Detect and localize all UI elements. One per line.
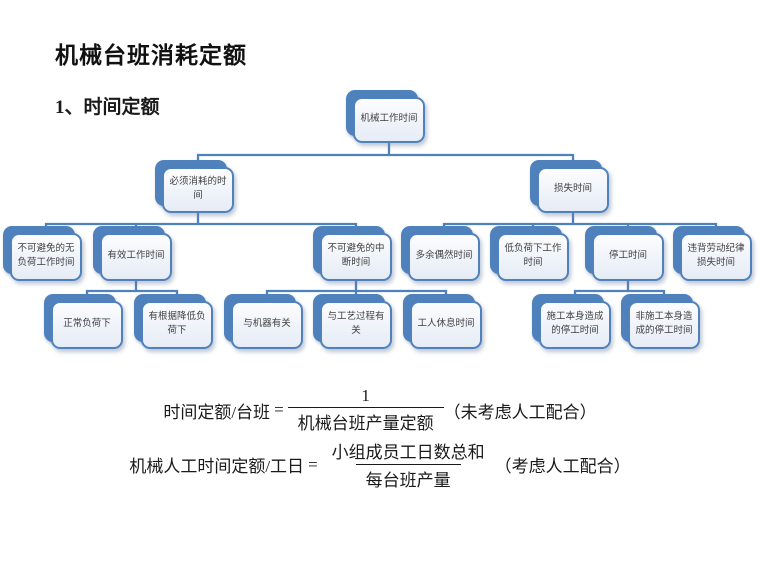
node-machine-work-time: 机械工作时间 bbox=[346, 90, 425, 143]
node-unavoidable-interruption-time: 不可避免的中断时间 bbox=[313, 226, 392, 281]
node-label: 施工本身造成的停工时间 bbox=[539, 301, 611, 349]
node-label: 工人休息时间 bbox=[410, 301, 482, 349]
formula-time-quota: 时间定额/台班 = 1 机械台班产量定额 （未考虑人工配合） bbox=[163, 386, 596, 434]
node-label: 不可避免的无负荷工作时间 bbox=[10, 233, 82, 281]
node-label: 有效工作时间 bbox=[100, 233, 172, 281]
fraction-denominator: 机械台班产量定额 bbox=[287, 407, 444, 434]
node-unavoidable-no-load-time: 不可避免的无负荷工作时间 bbox=[3, 226, 82, 281]
node-label: 必须消耗的时间 bbox=[162, 167, 234, 213]
node-worker-rest-time: 工人休息时间 bbox=[403, 294, 482, 349]
formulas-block: 时间定额/台班 = 1 机械台班产量定额 （未考虑人工配合） 机械人工时间定额/… bbox=[0, 386, 760, 491]
node-extra-incidental-time: 多余偶然时间 bbox=[401, 226, 480, 281]
node-construction-caused-downtime: 施工本身造成的停工时间 bbox=[532, 294, 611, 349]
equals-sign: = bbox=[308, 454, 318, 474]
fraction-numerator: 1 bbox=[361, 386, 370, 405]
equals-sign: = bbox=[274, 400, 284, 419]
node-lost-time: 损失时间 bbox=[530, 160, 609, 213]
connector-root-level2 bbox=[196, 143, 575, 167]
node-downtime: 停工时间 bbox=[585, 226, 664, 281]
node-necessary-time: 必须消耗的时间 bbox=[155, 160, 234, 213]
node-label: 违背劳动纪律损失时间 bbox=[680, 233, 752, 281]
formula-lhs: 机械人工时间定额/工日 bbox=[129, 457, 305, 476]
formula-lhs: 时间定额/台班 bbox=[163, 402, 271, 422]
formula-labor-time-quota: 机械人工时间定额/工日 = 小组成员工日数总和 每台班产量 （考虑人工配合） bbox=[129, 438, 630, 491]
node-label: 低负荷下工作时间 bbox=[497, 233, 569, 281]
node-label: 与机器有关 bbox=[231, 301, 303, 349]
fraction-numerator: 小组成员工日数总和 bbox=[331, 443, 485, 462]
node-non-construction-caused-downtime: 非施工本身造成的停工时间 bbox=[621, 294, 700, 349]
node-machine-related: 与机器有关 bbox=[224, 294, 303, 349]
node-label: 损失时间 bbox=[537, 167, 609, 213]
node-justified-reduced-load: 有根据降低负荷下 bbox=[134, 294, 213, 349]
node-discipline-violation-loss-time: 违背劳动纪律损失时间 bbox=[673, 226, 752, 281]
node-label: 机械工作时间 bbox=[353, 97, 425, 143]
formula-note: （考虑人工配合） bbox=[494, 457, 631, 476]
node-low-load-work-time: 低负荷下工作时间 bbox=[490, 226, 569, 281]
node-process-related: 与工艺过程有关 bbox=[313, 294, 392, 349]
fraction-denominator: 每台班产量 bbox=[355, 464, 461, 491]
node-label: 非施工本身造成的停工时间 bbox=[628, 301, 700, 349]
fraction: 小组成员工日数总和 每台班产量 bbox=[322, 438, 495, 491]
fraction: 1 机械台班产量定额 bbox=[287, 386, 444, 434]
connector-necessary-children bbox=[44, 213, 358, 233]
node-label: 与工艺过程有关 bbox=[320, 301, 392, 349]
node-label: 不可避免的中断时间 bbox=[320, 233, 392, 281]
node-normal-load: 正常负荷下 bbox=[44, 294, 123, 349]
connector-lost-children bbox=[442, 213, 718, 233]
formula-note: （未考虑人工配合） bbox=[443, 402, 597, 422]
slide-title: 机械台班消耗定额 bbox=[55, 43, 247, 68]
node-effective-work-time: 有效工作时间 bbox=[93, 226, 172, 281]
node-label: 多余偶然时间 bbox=[408, 233, 480, 281]
node-label: 停工时间 bbox=[592, 233, 664, 281]
node-label: 有根据降低负荷下 bbox=[141, 301, 213, 349]
slide-subtitle: 1、时间定额 bbox=[55, 97, 160, 118]
node-label: 正常负荷下 bbox=[51, 301, 123, 349]
